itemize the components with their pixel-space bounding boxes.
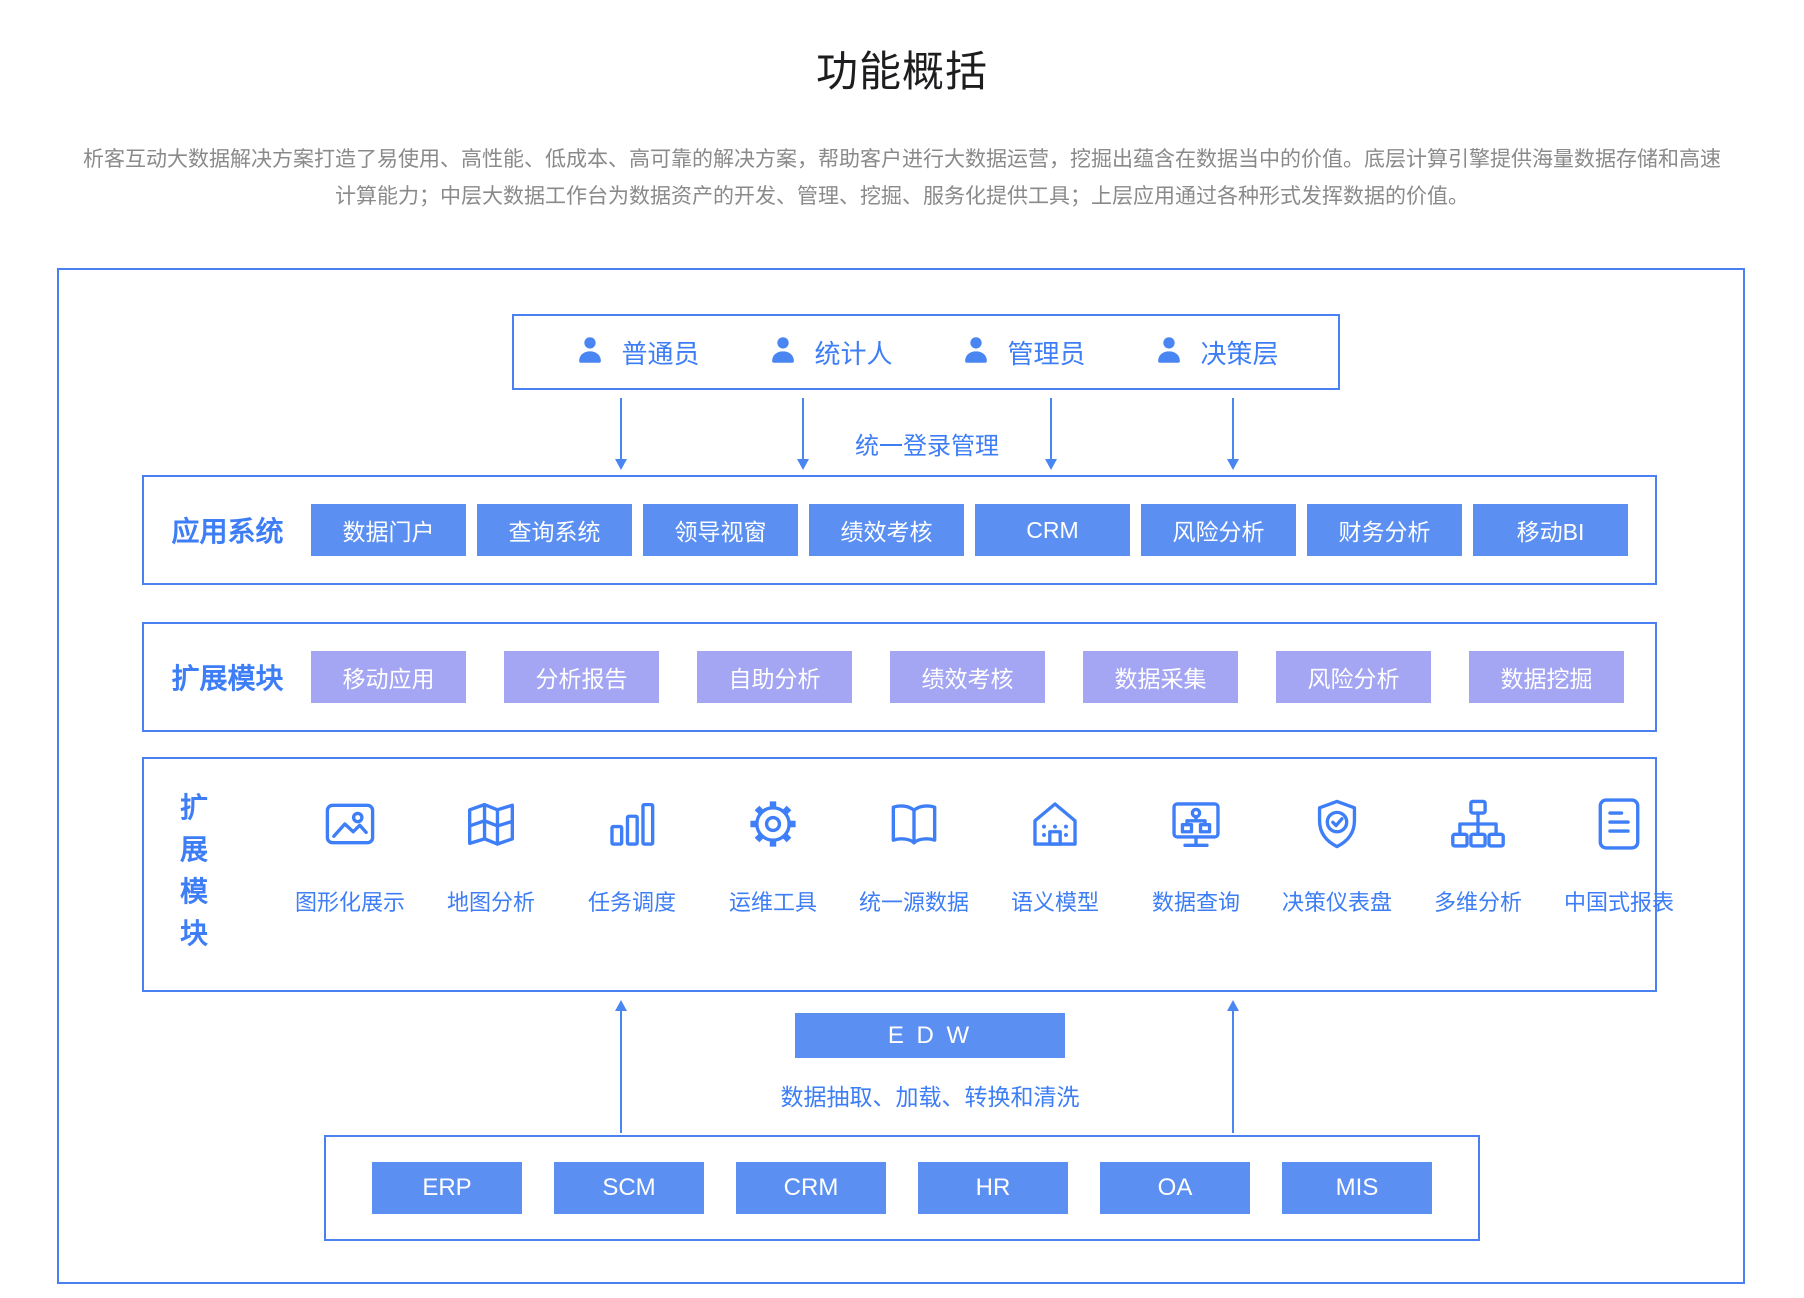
tool-label: 统一源数据 [858,890,969,915]
down-arrow-icon [615,398,627,470]
ext-block-data-collection: 数据采集 [1083,651,1238,703]
row-label-extension-modules: 扩展模块 [171,663,284,694]
source-block-erp: ERP [372,1162,522,1214]
tool-label: 任务调度 [587,890,676,915]
application-systems-row: 应用系统 数据门户 查询系统 领导视窗 绩效考核 CRM 风险分析 财务分析 移… [142,475,1657,585]
ext-block-self-analysis: 自助分析 [697,651,852,703]
tool-label: 中国式报表 [1563,890,1674,915]
ext-block-mobile-app: 移动应用 [311,651,466,703]
ext-block-performance: 绩效考核 [890,651,1045,703]
tool-label: 图形化展示 [294,890,405,915]
bar-chart-icon [601,791,663,857]
tool-label: 运维工具 [728,890,817,915]
edw-bar: E D W [795,1013,1065,1058]
app-block-data-portal: 数据门户 [311,504,466,556]
page-description: 析客互动大数据解决方案打造了易使用、高性能、低成本、高可靠的解决方案，帮助客户进… [0,141,1804,215]
user-icon [766,333,800,372]
monitor-share-icon [1165,791,1227,857]
tool-label: 多维分析 [1433,890,1522,915]
user-label: 管理员 [1007,338,1086,369]
etl-label: 数据抽取、加载、转换和清洗 [780,1084,1080,1110]
user-item-admin: 管理员 [959,333,1086,372]
tool-item-chinese-report: 中国式报表 [1552,791,1686,917]
app-block-query-system: 查询系统 [477,504,632,556]
tool-label: 地图分析 [446,890,535,915]
user-icon [959,333,993,372]
source-block-crm: CRM [736,1162,886,1214]
tool-label: 数据查询 [1151,890,1240,915]
user-item-normal: 普通员 [573,333,700,372]
tool-label: 决策仪表盘 [1281,890,1392,915]
report-icon [1588,791,1650,857]
down-arrow-icon [1227,398,1239,470]
house-icon [1024,791,1086,857]
tool-item-decision-dashboard: 决策仪表盘 [1270,791,1404,917]
architecture-diagram: 普通员 统计人 管理员 决策层 统一登录管理 应用系统 数据门户 查询系统 领导… [57,268,1745,1284]
map-icon [460,791,522,857]
source-block-scm: SCM [554,1162,704,1214]
source-block-oa: OA [1100,1162,1250,1214]
shield-check-icon [1306,791,1368,857]
extension-modules-row: 扩展模块 移动应用 分析报告 自助分析 绩效考核 数据采集 风险分析 数据挖掘 [142,622,1657,732]
user-label: 统计人 [814,338,893,369]
tool-item-task-scheduling: 任务调度 [565,791,699,917]
row-label-platform-modules: 扩 展 模 块 [179,792,208,949]
tool-label: 语义模型 [1010,890,1099,915]
app-block-crm: CRM [975,504,1130,556]
tool-item-multidim-analysis: 多维分析 [1411,791,1545,917]
user-icon [573,333,607,372]
user-label: 决策层 [1200,338,1279,369]
user-item-statistician: 统计人 [766,333,893,372]
tool-item-ops-tools: 运维工具 [706,791,840,917]
tool-item-map-analysis: 地图分析 [424,791,558,917]
ext-block-analysis-report: 分析报告 [504,651,659,703]
app-block-mobile-bi: 移动BI [1473,504,1628,556]
app-block-performance: 绩效考核 [809,504,964,556]
tool-item-semantic-model: 语义模型 [988,791,1122,917]
user-icon [1152,333,1186,372]
tool-item-data-query: 数据查询 [1129,791,1263,917]
tree-icon [1447,791,1509,857]
extension-modules-items: 移动应用 分析报告 自助分析 绩效考核 数据采集 风险分析 数据挖掘 [311,651,1624,703]
gear-icon [742,791,804,857]
ext-block-risk-analysis: 风险分析 [1276,651,1431,703]
user-item-decision: 决策层 [1152,333,1279,372]
up-arrow-icon [615,1000,627,1133]
app-block-risk-analysis: 风险分析 [1141,504,1296,556]
application-systems-items: 数据门户 查询系统 领导视窗 绩效考核 CRM 风险分析 财务分析 移动BI [311,504,1628,556]
down-arrow-icon [1045,398,1057,470]
users-panel: 普通员 统计人 管理员 决策层 [512,314,1340,390]
tool-item-unified-source-data: 统一源数据 [847,791,981,917]
source-block-mis: MIS [1282,1162,1432,1214]
platform-tools-items: 图形化展示 地图分析 [283,791,1686,917]
user-label: 普通员 [621,338,700,369]
app-block-finance-analysis: 财务分析 [1307,504,1462,556]
page-title: 功能概括 [815,48,988,95]
up-arrow-icon [1227,1000,1239,1133]
source-block-hr: HR [918,1162,1068,1214]
description-line-2: 计算能力；中层大数据工作台为数据资产的开发、管理、挖掘、服务化提供工具；上层应用… [335,185,1469,208]
app-block-leader-view: 领导视窗 [643,504,798,556]
book-icon [883,791,945,857]
image-icon [319,791,381,857]
platform-tools-row: 扩 展 模 块 图形化展示 [142,757,1674,992]
unified-login-label: 统一登录管理 [855,433,999,460]
ext-block-data-mining: 数据挖掘 [1469,651,1624,703]
source-systems-panel: ERP SCM CRM HR OA MIS [324,1135,1480,1241]
row-label-application-systems: 应用系统 [171,516,284,547]
description-line-1: 析客互动大数据解决方案打造了易使用、高性能、低成本、高可靠的解决方案，帮助客户进… [83,148,1721,171]
down-arrow-icon [797,398,809,470]
tool-item-graphic-display: 图形化展示 [283,791,417,917]
